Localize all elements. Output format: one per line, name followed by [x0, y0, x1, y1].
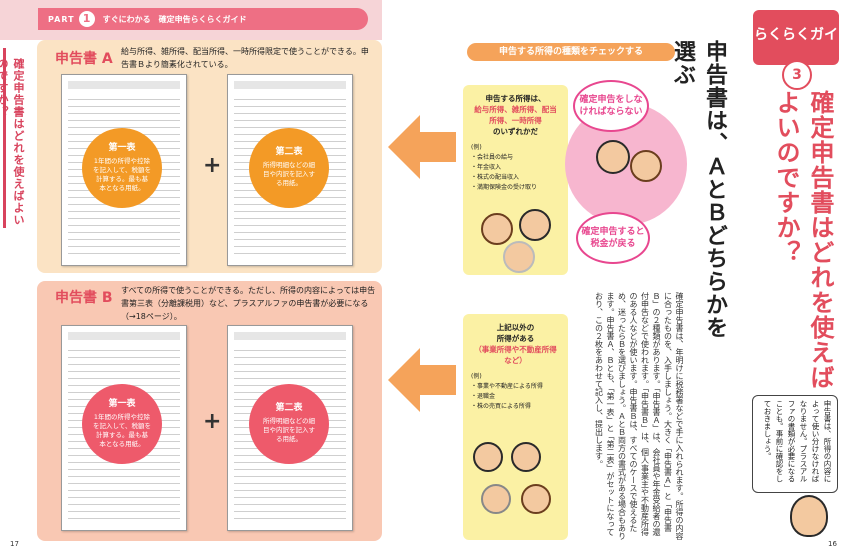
person-illustration: [521, 484, 551, 514]
person-illustration: [519, 209, 551, 241]
arrow-left-icon: [388, 348, 456, 412]
form-a-panel: 申告書 A 給与所得、雑所得、配当所得、一時所得限定で使うことができる。申告書Ｂ…: [37, 40, 382, 273]
person-illustration: [503, 241, 535, 273]
speech-bubble-top: 確定申告をしなければならない: [573, 80, 649, 132]
form-b-description: すべての所得で使うことができる。ただし、所得の内容によっては申告書第三表（分離課…: [121, 286, 376, 321]
list-item: ・株の売買による所得: [471, 403, 531, 410]
list-item: ・退職金: [471, 393, 496, 400]
bottom-example-list: ・事業や不動産による所得 ・退職金 ・株の売買による所得: [471, 382, 560, 412]
person-illustration: [630, 150, 662, 182]
top-example-list: ・会社員の給与 ・年金収入 ・株式の配当収入 ・満期保険金の受け取り: [471, 153, 560, 193]
form-b-sheet2-text: 所得明細などの細目や内訳を記入する用紙。: [263, 417, 315, 443]
form-b-title: 申告書 B: [55, 290, 113, 306]
plus-sign: +: [203, 409, 222, 434]
guide-number: 3: [782, 60, 812, 90]
person-illustration: [481, 484, 511, 514]
top-line3: のいずれかだ: [493, 127, 538, 136]
list-item: ・満期保険金の受け取り: [471, 184, 538, 191]
person-illustration: [481, 213, 513, 245]
body-text: 確定申告書は、年明けに税務署などで手に入れられます。所得の内容に合ったものを、入…: [594, 292, 685, 540]
top-line1: 申告する所得は、: [485, 94, 546, 103]
form-b-sheet2-label: 第二表 所得明細などの細目や内訳を記入する用紙。: [249, 384, 329, 464]
guide-title: 確定申告書はどれを使えばよいのですか？: [772, 90, 834, 390]
page-number-left: 17: [10, 540, 19, 548]
hint-box: 申告書は、所得の内容によって使い分けなければなりません。プラスアルファの書類が必…: [752, 395, 838, 493]
income-box-bottom: 上記以外の 所得がある （事業所得や不動産所得など） (例) ・事業や不動産によ…: [463, 314, 568, 540]
person-illustration: [596, 140, 630, 174]
page-number-right: 16: [828, 540, 837, 548]
form-a-sheet2-text: 所得明細などの細目や内訳を記入する用紙。: [263, 161, 315, 187]
form-b-sheet2-title: 第二表: [275, 403, 303, 413]
person-illustration: [473, 442, 503, 472]
bottom-list-head: (例): [471, 373, 482, 380]
plus-sign: +: [203, 153, 222, 178]
list-item: ・年金収入: [471, 164, 502, 171]
part-header: PART 1 すぐにわかる 確定申告らくらくガイド: [38, 8, 368, 30]
part-number: 1: [78, 11, 95, 27]
form-a-sheet2-label: 第二表 所得明細などの細目や内訳を記入する用紙。: [249, 128, 329, 208]
form-b-sheet1-title: 第一表: [108, 398, 136, 409]
form-a-sheet1-title: 第一表: [108, 142, 136, 153]
bottom-line1: 上記以外の: [496, 323, 535, 332]
advisor-illustration: [790, 495, 828, 537]
form-a-sheet2-title: 第二表: [275, 147, 303, 157]
speech-bubble-bottom: 確定申告すると税金が戻る: [576, 212, 650, 264]
top-list-head: (例): [471, 144, 482, 151]
side-title: 確定申告書はどれを使えばよいのですか？: [0, 58, 25, 226]
form-b-sheet1-text: 1年間の所得や控除を記入して、税額を計算する。最も基本となる用紙。: [93, 412, 151, 448]
list-item: ・会社員の給与: [471, 154, 514, 161]
form-b-panel: 申告書 B すべての所得で使うことができる。ただし、所得の内容によっては申告書第…: [37, 281, 382, 541]
part-label: PART: [48, 14, 75, 24]
form-a-title: 申告書 A: [55, 51, 113, 67]
list-item: ・事業や不動産による所得: [471, 383, 543, 390]
form-b-sheet1-label: 第一表 1年間の所得や控除を記入して、税額を計算する。最も基本となる用紙。: [82, 384, 162, 464]
top-highlight: 給与所得、雑所得、配当所得、一時所得: [474, 105, 557, 125]
side-accent-bar: [3, 48, 6, 228]
income-box-top: 申告する所得は、 給与所得、雑所得、配当所得、一時所得 のいずれかだ (例) ・…: [463, 85, 568, 275]
header-subtitle: すぐにわかる 確定申告らくらくガイド: [102, 14, 247, 24]
form-a-sheet1-label: 第一表 1年間の所得や控除を記入して、税額を計算する。最も基本となる用紙。: [82, 128, 162, 208]
check-title: 申告する所得の種類をチェックする: [467, 43, 675, 61]
list-item: ・株式の配当収入: [471, 174, 520, 181]
arrow-left-icon: [388, 115, 456, 179]
bottom-line2: 所得がある: [496, 334, 535, 343]
person-illustration: [511, 442, 541, 472]
guide-label: らくらくガイド: [753, 10, 839, 93]
headline: 申告書は、ＡとＢどちらかを選ぶ: [670, 40, 727, 339]
bottom-highlight: （事業所得や不動産所得など）: [474, 345, 557, 365]
form-a-description: 給与所得、雑所得、配当所得、一時所得限定で使うことができる。申告書Ｂより簡素化さ…: [121, 47, 369, 69]
form-a-sheet1-text: 1年間の所得や控除を記入して、税額を計算する。最も基本となる用紙。: [93, 156, 151, 192]
